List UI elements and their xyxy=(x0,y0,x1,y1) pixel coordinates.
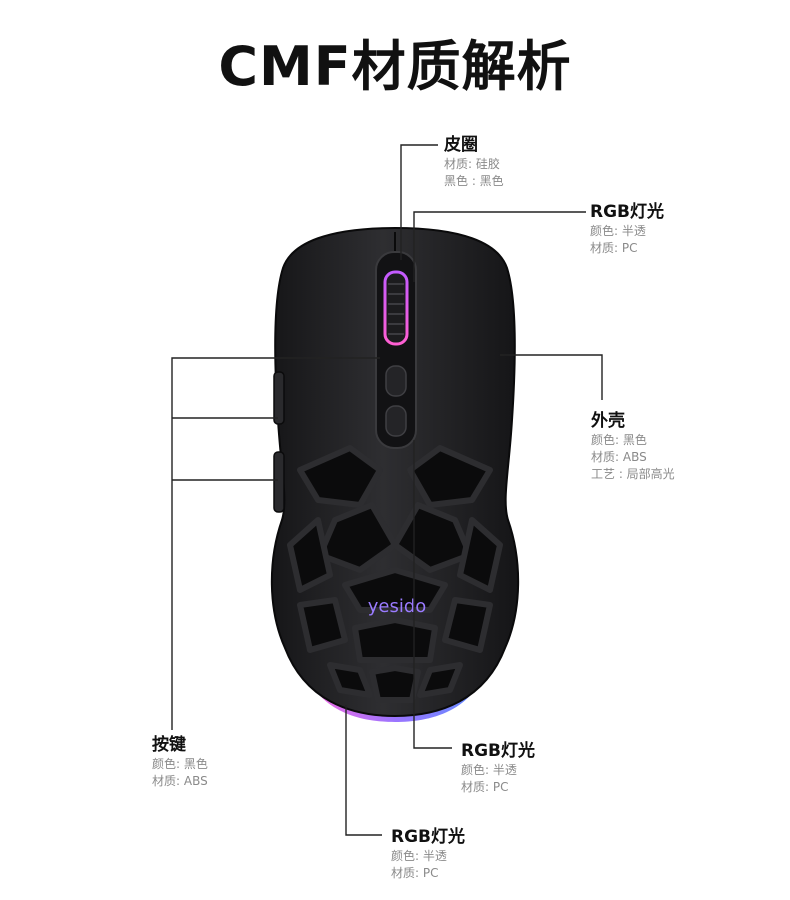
callout-shell-title: 外壳 xyxy=(591,411,625,431)
callout-rgb-mid: RGB灯光 颜色: 半透 材质: PC xyxy=(461,740,535,796)
callout-shell-spec: 材质: ABS xyxy=(591,450,647,464)
callout-buttons-spec: 材质: ABS xyxy=(152,774,208,788)
callout-rgb-bottom-title: RGB灯光 xyxy=(391,827,466,847)
callout-shell-spec: 颜色: 黑色 xyxy=(591,433,647,447)
callout-rgb-top: RGB灯光 颜色: 半透 材质: PC xyxy=(590,201,664,257)
callout-skin-spec: 材质: 硅胶 xyxy=(444,157,500,171)
callout-rgb-bottom: RGB灯光 颜色: 半透 材质: PC xyxy=(391,826,465,882)
callout-rgb-bottom-spec: 颜色: 半透 xyxy=(391,849,447,863)
callout-rgb-mid-spec: 材质: PC xyxy=(461,780,509,794)
callout-rgb-top-spec: 颜色: 半透 xyxy=(590,224,646,238)
callout-rgb-mid-spec: 颜色: 半透 xyxy=(461,763,517,777)
brand-logo: yesido xyxy=(368,596,427,617)
callout-buttons: 按键 颜色: 黑色 材质: ABS xyxy=(152,734,208,790)
callout-shell: 外壳 颜色: 黑色 材质: ABS 工艺 : 局部高光 xyxy=(591,410,675,483)
callout-rgb-bottom-spec: 材质: PC xyxy=(391,866,439,880)
callout-skin-title: 皮圈 xyxy=(444,135,478,155)
mouse-body xyxy=(270,226,520,722)
callout-lines xyxy=(171,144,603,836)
callout-buttons-spec: 颜色: 黑色 xyxy=(152,757,208,771)
callout-buttons-title: 按键 xyxy=(152,735,186,755)
callout-rgb-top-title: RGB灯光 xyxy=(590,202,665,222)
callout-skin: 皮圈 材质: 硅胶 黑色 : 黑色 xyxy=(444,134,504,190)
page-title: CMF材质解析 xyxy=(218,35,572,98)
callout-skin-spec: 黑色 : 黑色 xyxy=(444,174,504,188)
callout-rgb-mid-title: RGB灯光 xyxy=(461,741,536,761)
callout-shell-spec: 工艺 : 局部高光 xyxy=(591,467,675,481)
callout-rgb-top-spec: 材质: PC xyxy=(590,241,638,255)
